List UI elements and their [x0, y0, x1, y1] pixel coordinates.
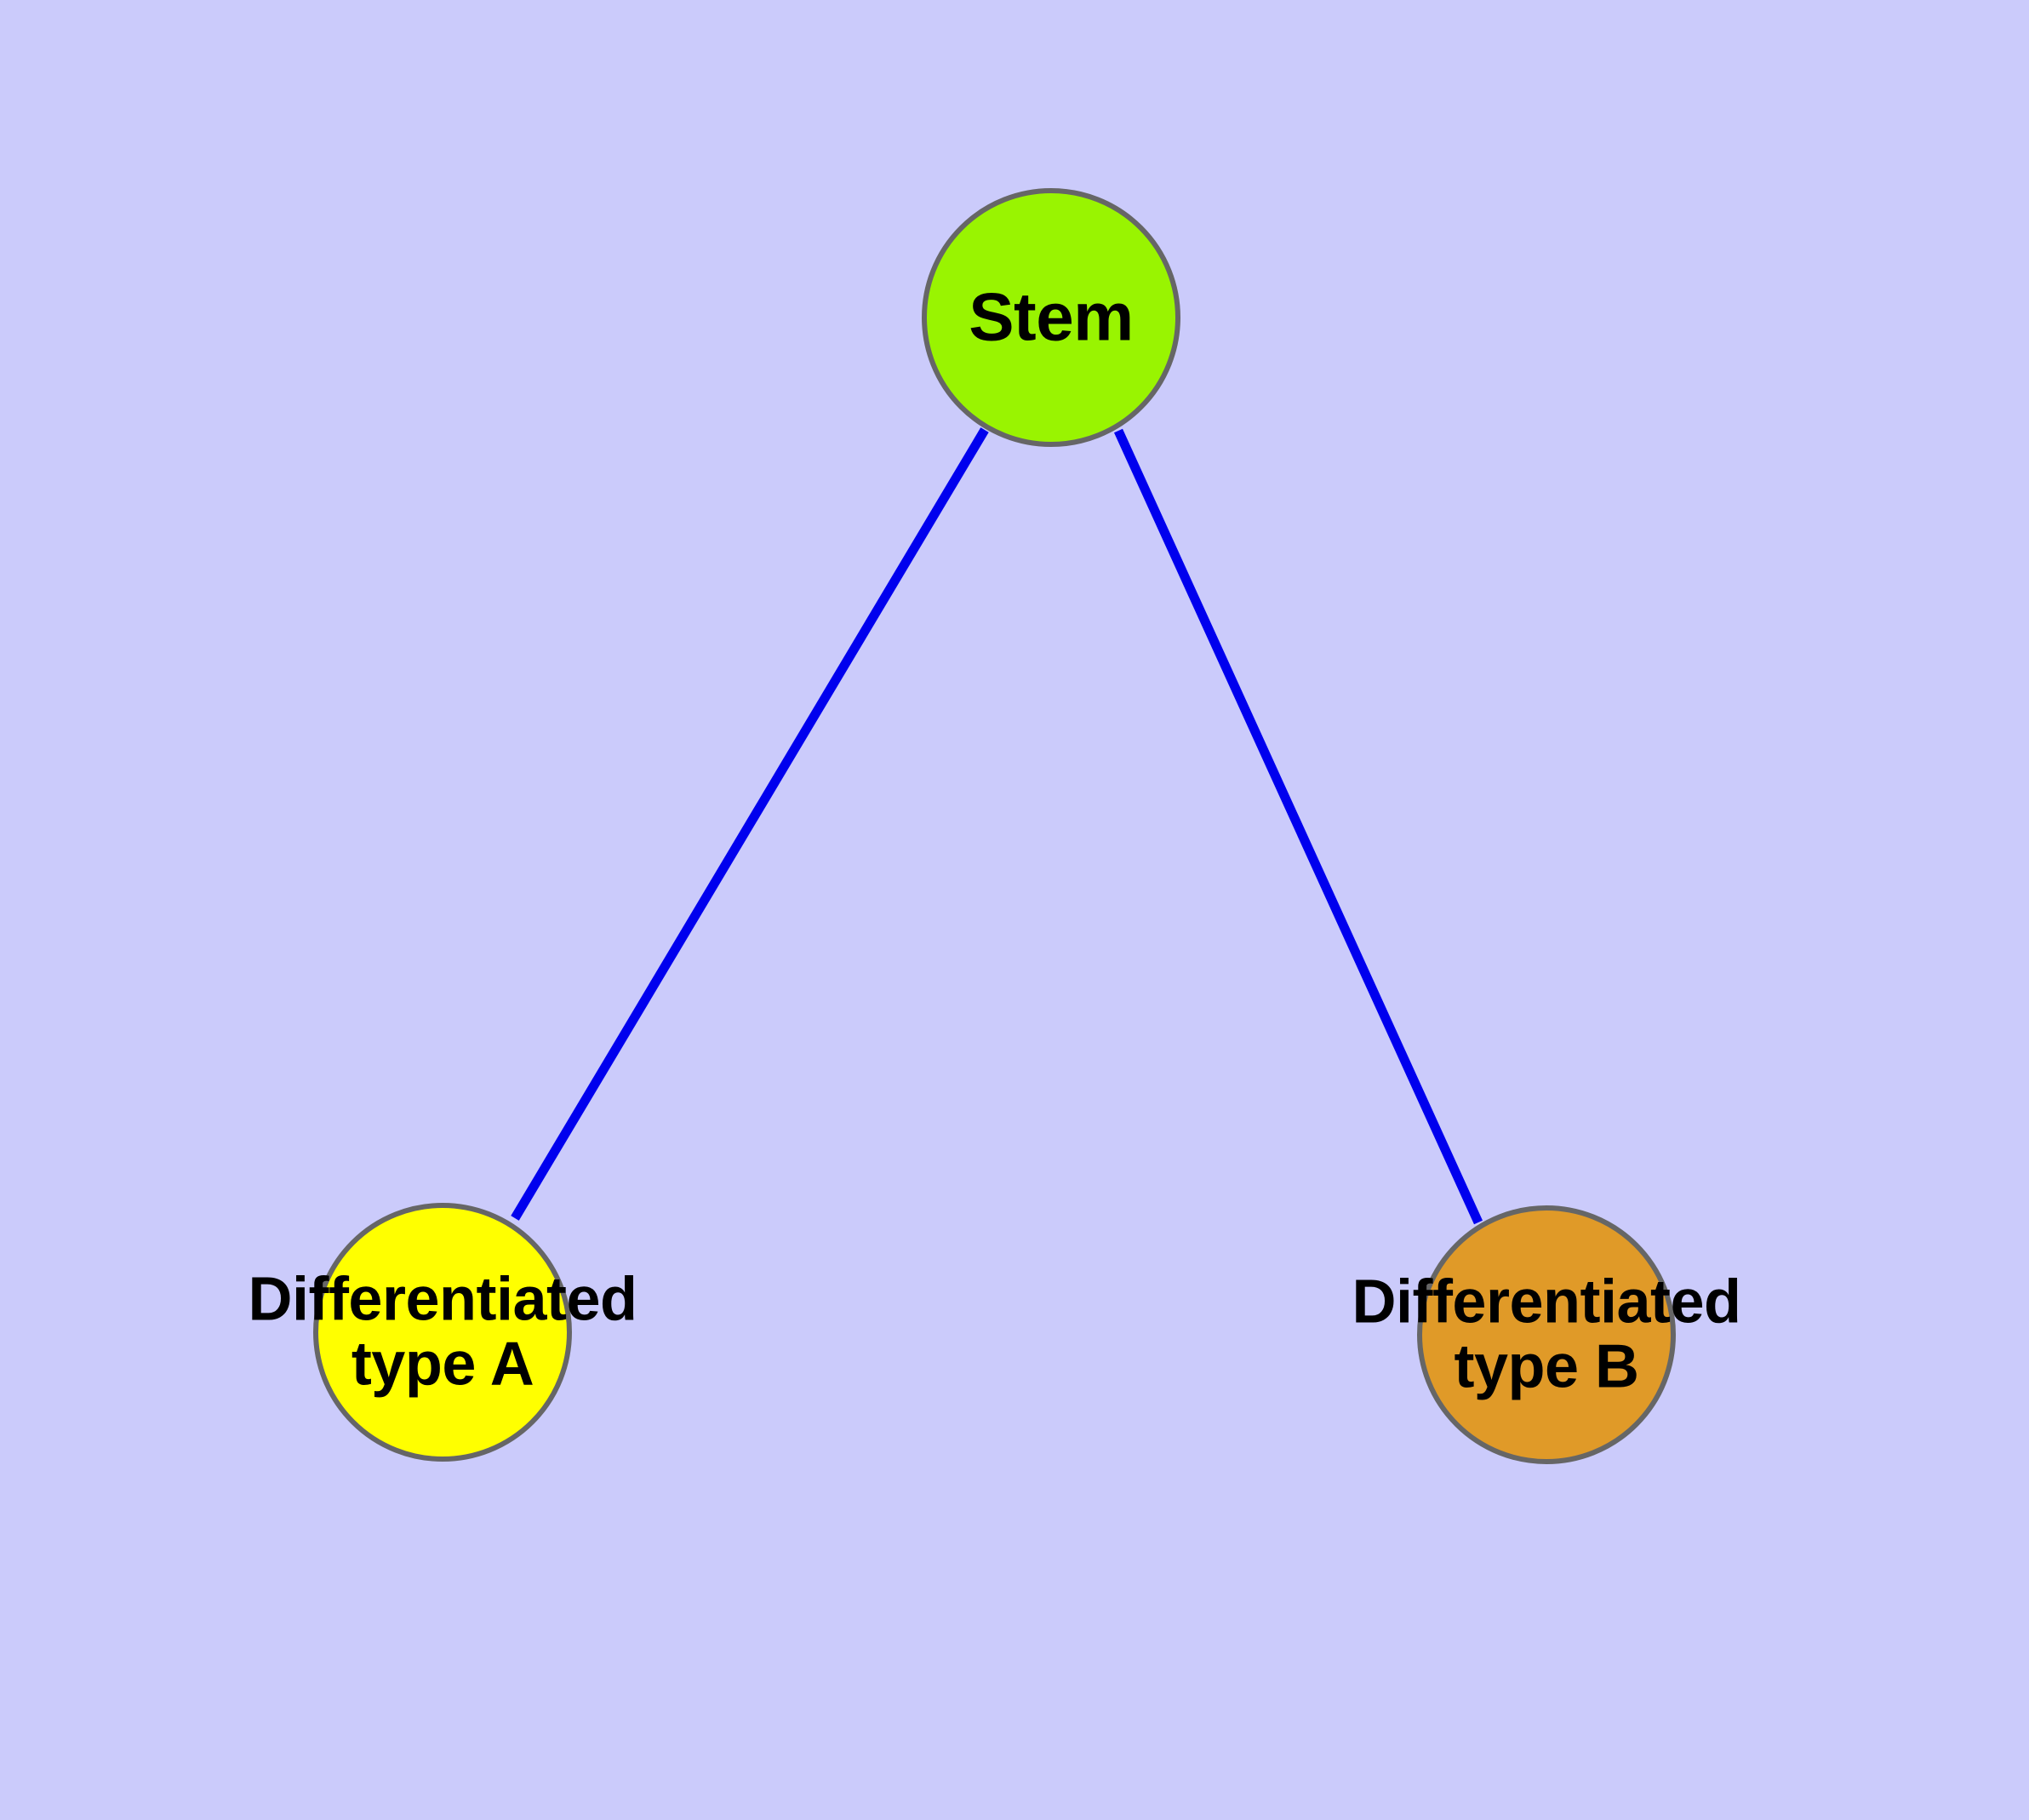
graph-node-stem[interactable] [922, 188, 1180, 447]
graph-edge-stem-to-a [511, 427, 989, 1221]
graph-node-diff_b[interactable] [1417, 1205, 1676, 1464]
graph-edge-stem-to-b [1113, 428, 1483, 1225]
nodes-group [313, 188, 1676, 1464]
graph-node-diff_a[interactable] [313, 1203, 572, 1462]
edges-group [511, 427, 1483, 1225]
